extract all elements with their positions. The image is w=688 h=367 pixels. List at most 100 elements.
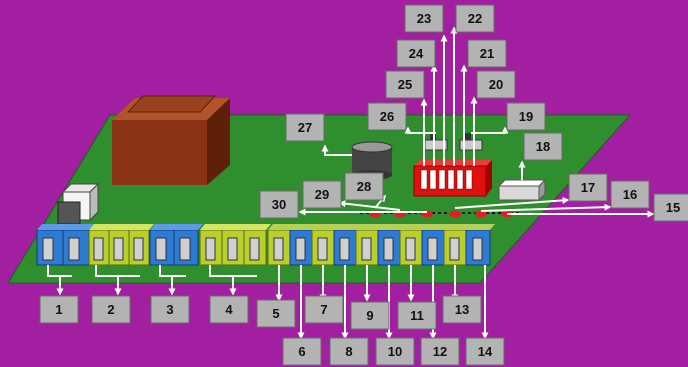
- label-box-8: 8: [329, 337, 369, 366]
- transformer-icon: [112, 95, 230, 185]
- connector-icon: [199, 224, 271, 266]
- label-box-5: 5: [256, 299, 296, 328]
- label-number: 8: [345, 344, 352, 359]
- label-box: [367, 102, 407, 131]
- label-box-1: 1: [39, 295, 79, 324]
- label-number: 19: [519, 109, 533, 124]
- connector-icon: [149, 224, 203, 266]
- label-number: 13: [455, 302, 469, 317]
- label-number: 5: [272, 306, 279, 321]
- label-box-10: 10: [375, 337, 415, 366]
- label-box-15: 15: [653, 193, 688, 222]
- label-number: 6: [298, 344, 305, 359]
- label-box-22: 22: [455, 4, 495, 33]
- label-number: 26: [380, 109, 394, 124]
- connector-row: [36, 224, 495, 266]
- label-number: 30: [272, 197, 286, 212]
- label-box-27: 27: [285, 113, 325, 142]
- label-box-21: 21: [467, 39, 507, 68]
- label-number: 22: [468, 11, 482, 26]
- label-number: 11: [410, 308, 424, 323]
- label-box-24: 24: [396, 39, 436, 68]
- label-box-3: 3: [150, 295, 190, 324]
- label-box: [282, 337, 322, 366]
- label-number: 4: [225, 302, 233, 317]
- label-box: [568, 173, 608, 202]
- label-box-9: 9: [350, 301, 390, 330]
- label-number: 29: [315, 187, 329, 202]
- label-box-23: 23: [404, 4, 444, 33]
- label-box-20: 20: [476, 70, 516, 99]
- label-box-19: 19: [506, 102, 546, 131]
- label-box: [404, 4, 444, 33]
- label-box-25: 25: [385, 70, 425, 99]
- connector-icon: [36, 224, 94, 266]
- label-box: [397, 301, 437, 330]
- label-box: [91, 295, 131, 324]
- label-box: [506, 102, 546, 131]
- label-box-16: 16: [610, 180, 650, 209]
- label-box: [385, 70, 425, 99]
- label-number: 23: [417, 11, 431, 26]
- label-box: [442, 295, 482, 324]
- label-number: 18: [536, 139, 550, 154]
- label-box-11: 11: [397, 301, 437, 330]
- label-box-28: 28: [344, 172, 384, 201]
- label-box-29: 29: [302, 180, 342, 209]
- connector-icon: [267, 224, 495, 266]
- label-number: 14: [478, 344, 493, 359]
- label-box: [653, 193, 688, 222]
- label-box-26: 26: [367, 102, 407, 131]
- label-box-18: 18: [523, 132, 563, 161]
- label-box-17: 17: [568, 173, 608, 202]
- label-number: 25: [398, 77, 412, 92]
- label-number: 20: [489, 77, 503, 92]
- label-box: [523, 132, 563, 161]
- label-box-4: 4: [209, 295, 249, 324]
- label-number: 3: [166, 302, 173, 317]
- relay-icon: [497, 178, 547, 202]
- label-box-6: 6: [282, 337, 322, 366]
- label-number: 24: [409, 46, 424, 61]
- label-box: [350, 301, 390, 330]
- label-box: [302, 180, 342, 209]
- label-box: [467, 39, 507, 68]
- label-box-7: 7: [304, 295, 344, 324]
- label-box: [610, 180, 650, 209]
- label-box: [256, 299, 296, 328]
- label-box: [455, 4, 495, 33]
- label-box: [150, 295, 190, 324]
- connector-icon: [88, 224, 154, 266]
- label-box-30: 30: [259, 190, 299, 219]
- label-box: [259, 190, 299, 219]
- label-box: [329, 337, 369, 366]
- label-number: 12: [433, 344, 447, 359]
- label-number: 1: [55, 302, 62, 317]
- label-number: 7: [320, 302, 327, 317]
- label-box-13: 13: [442, 295, 482, 324]
- label-number: 27: [298, 120, 312, 135]
- label-box-12: 12: [420, 337, 460, 366]
- label-box: [285, 113, 325, 142]
- label-box: [344, 172, 384, 201]
- chip-icon: [57, 182, 100, 225]
- label-number: 28: [357, 179, 371, 194]
- label-number: 9: [366, 308, 373, 323]
- label-number: 10: [388, 344, 402, 359]
- label-box-14: 14: [465, 337, 505, 366]
- label-box: [476, 70, 516, 99]
- label-number: 16: [623, 187, 637, 202]
- label-box-2: 2: [91, 295, 131, 324]
- label-box: [39, 295, 79, 324]
- label-number: 15: [666, 200, 680, 215]
- label-number: 2: [107, 302, 114, 317]
- label-box: [304, 295, 344, 324]
- label-box: [375, 337, 415, 366]
- label-box: [209, 295, 249, 324]
- label-box: [465, 337, 505, 366]
- label-number: 17: [581, 180, 595, 195]
- label-number: 21: [480, 46, 494, 61]
- label-box: [420, 337, 460, 366]
